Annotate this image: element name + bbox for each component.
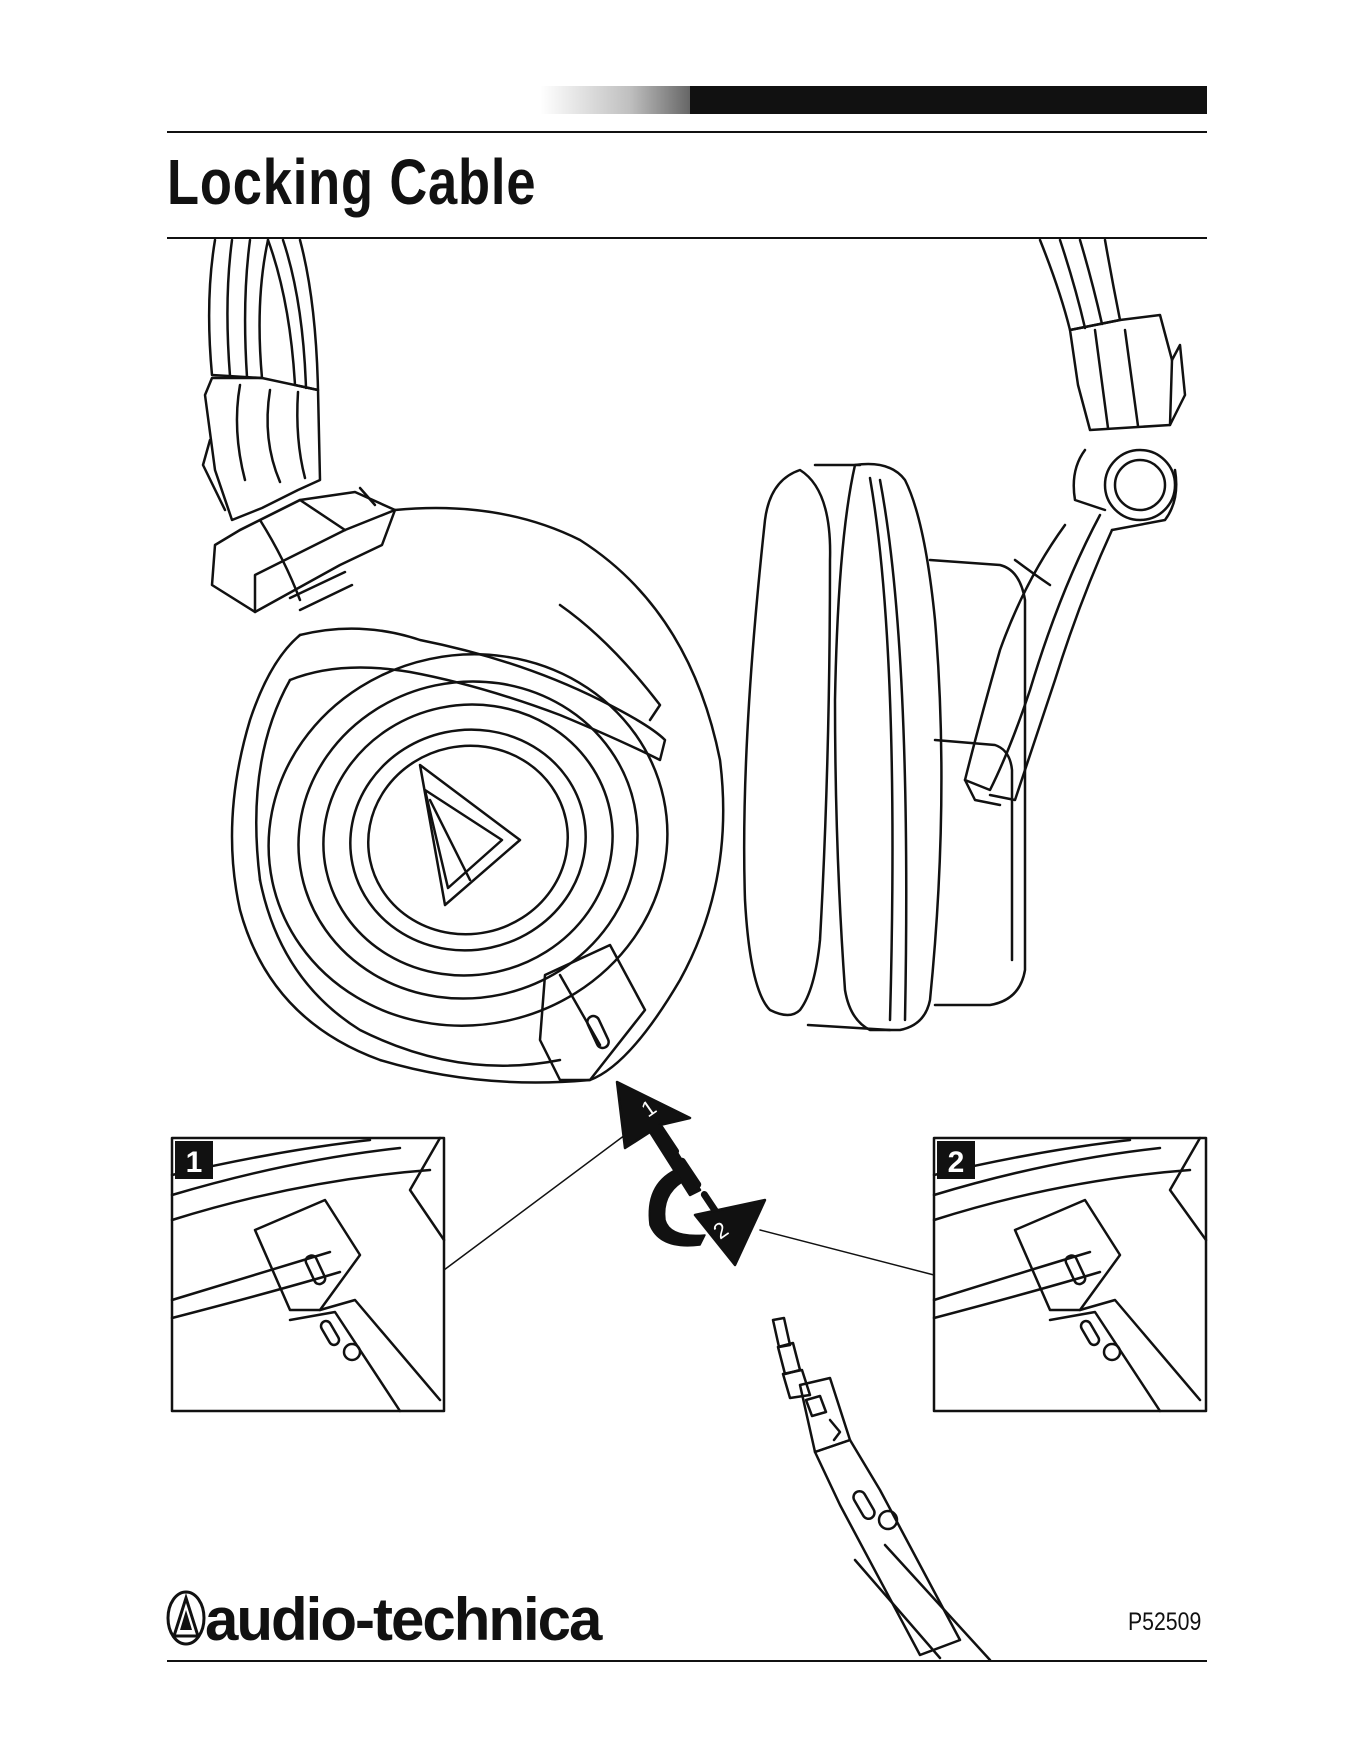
earcup-logo-icon [420,765,520,905]
brand-logo-icon [165,1588,207,1648]
leader-line-2 [760,1230,934,1275]
leader-line-1 [444,1135,625,1270]
bottom-rule [167,1660,1207,1662]
right-ear-cup [744,464,1025,1030]
svg-text:2: 2 [948,1146,965,1179]
left-yoke [212,488,395,612]
right-headband [1040,240,1185,430]
svg-text:1: 1 [186,1146,203,1179]
left-headband [203,240,320,520]
left-ear-cup [232,508,723,1083]
twist-arrow-icon: 2 [649,1170,765,1265]
right-yoke [965,450,1176,805]
part-number: P52509 [1128,1608,1201,1637]
step-2-badge: 2 [937,1141,975,1179]
brand-wordmark: audio-technica [205,1590,600,1650]
step-1-badge: 1 [175,1141,213,1179]
cable-plug-icon [773,1318,990,1660]
